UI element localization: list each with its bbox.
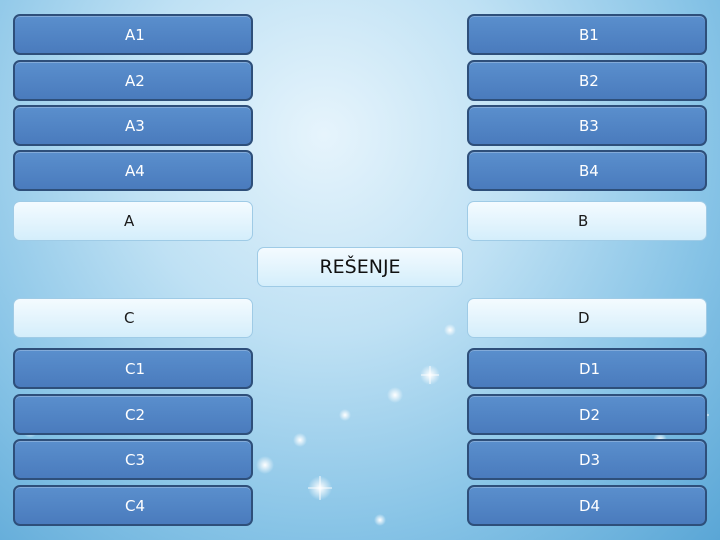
field-d4[interactable]: D4 bbox=[467, 485, 707, 526]
field-b3[interactable]: B3 bbox=[467, 105, 707, 146]
field-a1[interactable]: A1 bbox=[13, 14, 253, 55]
field-c2[interactable]: C2 bbox=[13, 394, 253, 435]
field-c4[interactable]: C4 bbox=[13, 485, 253, 526]
column-d-answer[interactable]: D bbox=[467, 298, 707, 338]
column-c-answer[interactable]: C bbox=[13, 298, 253, 338]
field-b4[interactable]: B4 bbox=[467, 150, 707, 191]
field-b2[interactable]: B2 bbox=[467, 60, 707, 101]
column-b-answer[interactable]: B bbox=[467, 201, 707, 241]
field-d1[interactable]: D1 bbox=[467, 348, 707, 389]
field-d3[interactable]: D3 bbox=[467, 439, 707, 480]
field-c1[interactable]: C1 bbox=[13, 348, 253, 389]
field-d2[interactable]: D2 bbox=[467, 394, 707, 435]
field-b1[interactable]: B1 bbox=[467, 14, 707, 55]
field-a4[interactable]: A4 bbox=[13, 150, 253, 191]
field-a2[interactable]: A2 bbox=[13, 60, 253, 101]
solution-button[interactable]: REŠENJE bbox=[257, 247, 463, 287]
field-a3[interactable]: A3 bbox=[13, 105, 253, 146]
field-c3[interactable]: C3 bbox=[13, 439, 253, 480]
column-a-answer[interactable]: A bbox=[13, 201, 253, 241]
